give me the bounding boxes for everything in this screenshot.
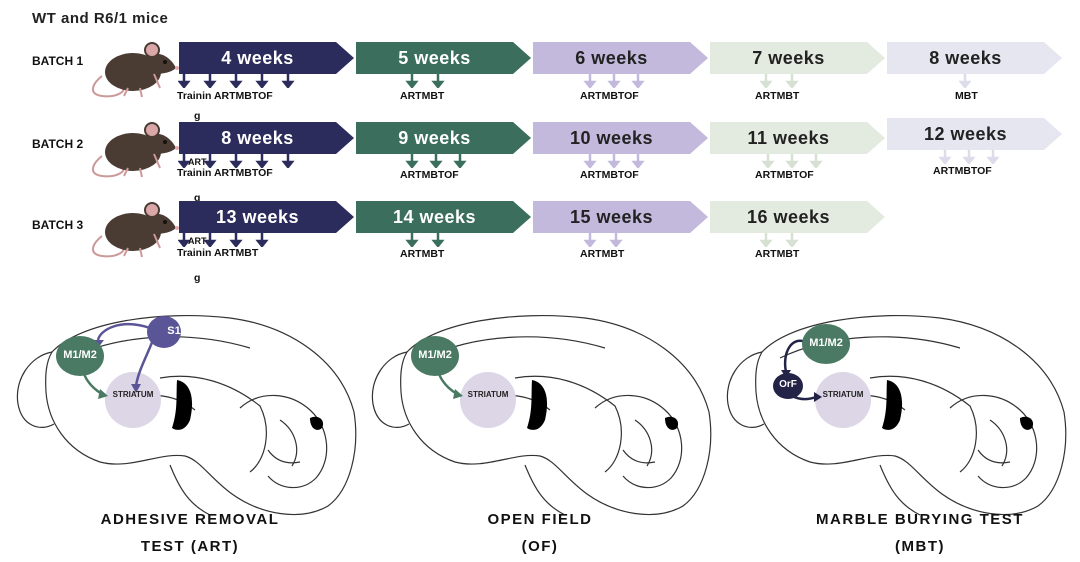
sagittal-brain-illustration xyxy=(10,300,370,530)
down-arrows xyxy=(760,154,830,168)
test-title-mbt-line2: (MBT) xyxy=(770,533,1070,560)
weeks-label: 16 weeks xyxy=(710,201,867,233)
down-arrows xyxy=(404,74,454,88)
brain-panel-mbt: M1/M2 OrF STRIATUM xyxy=(720,300,1080,530)
tests-label: MBT xyxy=(955,90,978,102)
down-arrows xyxy=(582,154,652,168)
weeks-label: 11 weeks xyxy=(710,122,867,154)
weeks-label: 8 weeks xyxy=(887,42,1044,74)
weeks-label: 12 weeks xyxy=(887,118,1044,150)
down-arrows xyxy=(937,150,1007,164)
down-arrows xyxy=(758,233,808,247)
mouse-icon xyxy=(88,36,180,104)
down-arrows xyxy=(582,233,632,247)
stage-chevron: 16 weeks xyxy=(710,201,885,233)
weeks-label: 9 weeks xyxy=(356,122,513,154)
batch-2-label: BATCH 2 xyxy=(32,137,83,151)
weeks-label: 14 weeks xyxy=(356,201,513,233)
stage-chevron: 11 weeks xyxy=(710,122,885,154)
tests-label: ARTMBT xyxy=(400,90,444,102)
stage-chevron: 6 weeks xyxy=(533,42,708,74)
stage-chevron: 14 weeks xyxy=(356,201,531,233)
test-title-of-line2: (OF) xyxy=(400,533,680,560)
striatum-label: STRIATUM xyxy=(818,390,868,399)
tests-label: ARTMBTOF xyxy=(755,169,814,181)
test-title-art-line2: TEST (ART) xyxy=(30,533,350,560)
weeks-label: 8 weeks xyxy=(179,122,336,154)
down-arrows xyxy=(404,233,454,247)
mouse-icon xyxy=(88,116,180,184)
stage-chevron: 7 weeks xyxy=(710,42,885,74)
test-title-art-line1: ADHESIVE REMOVAL xyxy=(30,506,350,533)
tests-label: ARTMBTOF xyxy=(933,165,992,177)
mouse-icon xyxy=(88,196,180,264)
tests-label: ARTMBT xyxy=(755,248,799,260)
tests-label: Trainin ARTMBTOF xyxy=(177,167,273,179)
stage-chevron: 5 weeks xyxy=(356,42,531,74)
stage-chevron: 12 weeks xyxy=(887,118,1062,150)
tests-label: ARTMBTOF xyxy=(580,169,639,181)
weeks-label: 10 weeks xyxy=(533,122,690,154)
tests-label: ARTMBT xyxy=(580,248,624,260)
striatum-label: STRIATUM xyxy=(463,390,513,399)
down-arrows xyxy=(957,74,977,88)
s1-node-label: S1 xyxy=(164,325,184,337)
stage-chevron: 8 weeks xyxy=(179,122,354,154)
weeks-label: 7 weeks xyxy=(710,42,867,74)
weeks-label: 6 weeks xyxy=(533,42,690,74)
orf-node-label: OrF xyxy=(775,379,801,390)
tests-label: Trainin ARTMBT xyxy=(177,247,258,259)
brain-panel-art: M1/M2 S1 STRIATUM xyxy=(10,300,370,530)
down-arrows xyxy=(178,74,298,88)
batch-1-label: BATCH 1 xyxy=(32,54,83,68)
stage-chevron: 4 weeks xyxy=(179,42,354,74)
sagittal-brain-illustration xyxy=(365,300,725,530)
stage-chevron: 10 weeks xyxy=(533,122,708,154)
m1m2-node-label: M1/M2 xyxy=(415,349,455,361)
weeks-label: 13 weeks xyxy=(179,201,336,233)
tests-label-wrap: g xyxy=(194,272,200,284)
tests-label: ARTMBTOF xyxy=(580,90,639,102)
brain-panel-of: M1/M2 STRIATUM xyxy=(365,300,725,530)
tests-label: ARTMBT xyxy=(755,90,799,102)
tests-overlap-label: ART xyxy=(188,157,207,167)
stage-chevron: 8 weeks xyxy=(887,42,1062,74)
tests-label: Trainin ARTMBTOF xyxy=(177,90,273,102)
weeks-label: 4 weeks xyxy=(179,42,336,74)
sagittal-brain-illustration xyxy=(720,300,1080,530)
striatum-label: STRIATUM xyxy=(108,390,158,399)
weeks-label: 5 weeks xyxy=(356,42,513,74)
figure-title: WT and R6/1 mice xyxy=(32,10,168,27)
down-arrows xyxy=(404,154,474,168)
m1m2-node-label: M1/M2 xyxy=(806,337,846,349)
tests-label: ARTMBTOF xyxy=(400,169,459,181)
test-title-mbt-line1: MARBLE BURYING TEST xyxy=(770,506,1070,533)
weeks-label: 15 weeks xyxy=(533,201,690,233)
m1m2-node-label: M1/M2 xyxy=(60,349,100,361)
tests-label-wrap: g xyxy=(194,110,200,122)
stage-chevron: 9 weeks xyxy=(356,122,531,154)
tests-overlap-label: ART xyxy=(188,236,207,246)
stage-chevron: 13 weeks xyxy=(179,201,354,233)
tests-label: ARTMBT xyxy=(400,248,444,260)
down-arrows xyxy=(582,74,652,88)
test-title-of-line1: OPEN FIELD xyxy=(400,506,680,533)
stage-chevron: 15 weeks xyxy=(533,201,708,233)
down-arrows xyxy=(758,74,808,88)
batch-3-label: BATCH 3 xyxy=(32,218,83,232)
